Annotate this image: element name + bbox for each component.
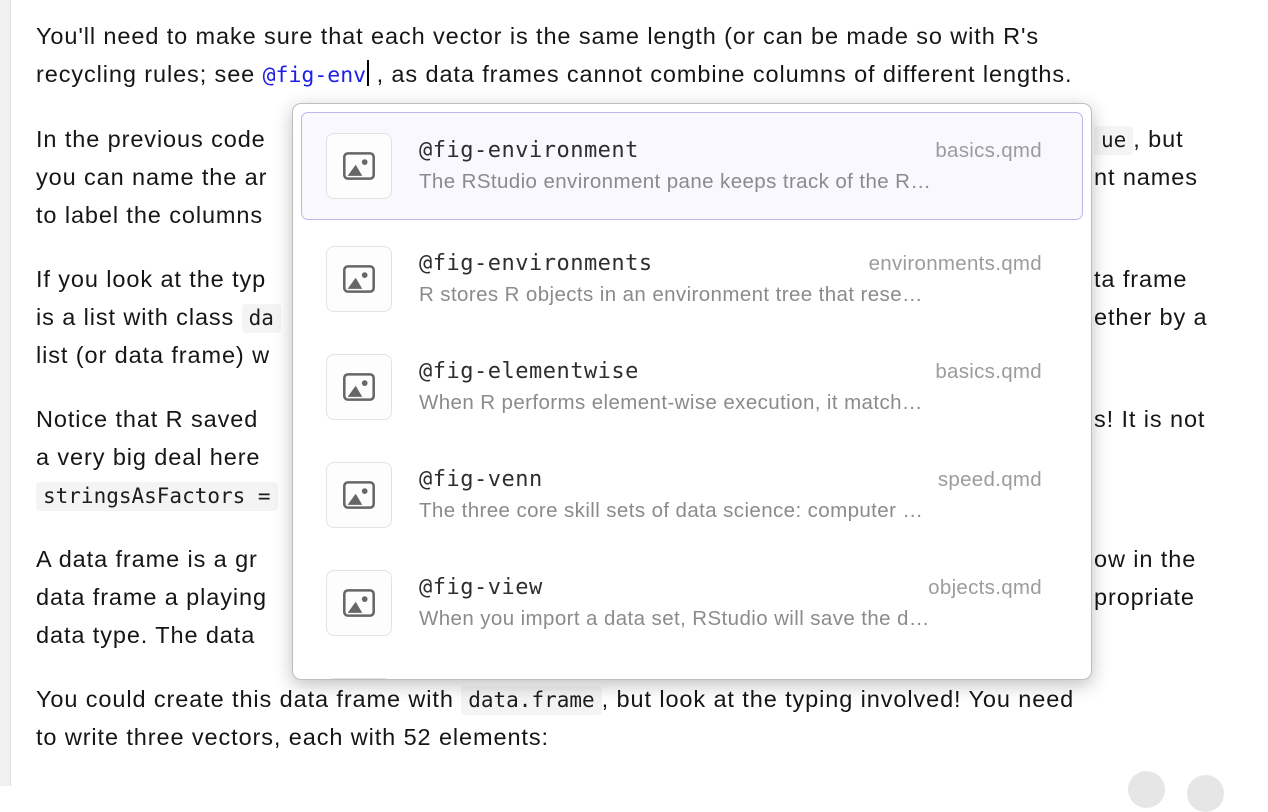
- editor-text-line: to write three vectors, each with 52 ele…: [36, 719, 549, 755]
- completion-item-ref: @fig-environments: [419, 251, 653, 276]
- text-run: , as data frames cannot combine columns …: [369, 61, 1073, 87]
- floating-button-2[interactable]: [1187, 775, 1224, 812]
- figure-reference-completion-popup: @fig-environment basics.qmd The RStudio …: [292, 103, 1092, 680]
- editor-text-line: list (or data frame) w: [36, 337, 270, 373]
- editor-text-line: A data frame is a gr: [36, 541, 258, 577]
- completion-item-fig-environment[interactable]: @fig-environment basics.qmd The RStudio …: [301, 112, 1083, 220]
- editor-text-line: ue, but: [1094, 121, 1184, 158]
- text-run: list (or data frame) w: [36, 342, 270, 368]
- image-icon: [326, 462, 392, 528]
- editor-text-line: a very big deal here: [36, 439, 260, 475]
- inline-code: data.frame: [461, 686, 602, 715]
- completion-item-file: speed.qmd: [937, 468, 1042, 491]
- image-icon: [326, 354, 392, 420]
- editor-text-line: If you look at the typ: [36, 261, 266, 297]
- completion-item-fig-[interactable]: @fig-: [301, 657, 1083, 679]
- completion-item-file: basics.qmd: [935, 139, 1042, 162]
- text-run: If you look at the typ: [36, 266, 267, 292]
- image-icon: [326, 133, 392, 199]
- completion-item-file: environments.qmd: [868, 252, 1042, 275]
- completion-item-text: @fig-elementwise basics.qmd When R perfo…: [419, 359, 1042, 415]
- text-run: data frame a playing: [36, 584, 267, 610]
- completion-item-description: The RStudio environment pane keeps track…: [419, 170, 932, 193]
- text-run: Notice that R saved: [36, 406, 259, 432]
- text-run: In the previous code: [36, 126, 266, 152]
- completion-item-description: R stores R objects in an environment tre…: [419, 283, 923, 306]
- text-run: ether by a: [1094, 304, 1208, 330]
- editor-text-line: is a list with class da: [36, 299, 281, 336]
- floating-button-1[interactable]: [1128, 771, 1165, 808]
- text-run: data type. The data: [36, 622, 256, 648]
- text-run: recycling rules; see: [36, 61, 263, 87]
- editor-text-line: You could create this data frame with da…: [36, 681, 1074, 718]
- editor-text-line: to label the columns: [36, 197, 263, 233]
- text-run: s! It is not: [1094, 406, 1206, 432]
- completion-item-text: @fig-venn speed.qmd The three core skill…: [419, 467, 1042, 523]
- completion-item-fig-venn[interactable]: @fig-venn speed.qmd The three core skill…: [301, 441, 1083, 549]
- completion-item-file: basics.qmd: [935, 360, 1042, 383]
- completion-item-fig-elementwise[interactable]: @fig-elementwise basics.qmd When R perfo…: [301, 333, 1083, 441]
- completion-item-ref: @fig-elementwise: [419, 359, 639, 384]
- image-icon: [326, 570, 392, 636]
- image-icon: [326, 678, 392, 679]
- text-run: , but: [1133, 126, 1184, 152]
- text-run: You could create this data frame with: [36, 686, 462, 712]
- completion-item-ref: @fig-venn: [419, 467, 543, 492]
- editor-text-line: Notice that R saved: [36, 401, 258, 437]
- text-run: A data frame is a gr: [36, 546, 258, 572]
- editor-gutter: [0, 0, 11, 786]
- editor-text-line: ether by a: [1094, 299, 1208, 335]
- completion-item-fig-view[interactable]: @fig-view objects.qmd When you import a …: [301, 549, 1083, 657]
- editor-text-line: You'll need to make sure that each vecto…: [36, 18, 1039, 54]
- image-icon: [326, 246, 392, 312]
- completion-item-description: When you import a data set, RStudio will…: [419, 607, 930, 630]
- completion-item-ref: @fig-environment: [419, 138, 639, 163]
- text-run: to write three vectors, each with 52 ele…: [36, 724, 549, 750]
- text-run: ta frame: [1094, 266, 1188, 292]
- text-run: to label the columns: [36, 202, 264, 228]
- figure-reference-token: @fig-env: [262, 63, 367, 88]
- text-run: , but look at the typing involved! You n…: [601, 686, 1075, 712]
- text-run: You'll need to make sure that each vecto…: [36, 23, 1039, 49]
- text-run: propriate: [1094, 584, 1195, 610]
- inline-code: ue: [1094, 126, 1134, 155]
- completion-item-file: objects.qmd: [928, 576, 1042, 599]
- editor-text-line: nt names: [1094, 159, 1198, 195]
- text-run: nt names: [1094, 164, 1198, 190]
- completion-item-description: The three core skill sets of data scienc…: [419, 499, 924, 522]
- editor-text-line: ow in the: [1094, 541, 1196, 577]
- text-cursor: [367, 60, 370, 86]
- completion-item-ref: @fig-view: [419, 575, 543, 600]
- completion-item-fig-environments[interactable]: @fig-environments environments.qmd R sto…: [301, 225, 1083, 333]
- completion-item-text: @fig-view objects.qmd When you import a …: [419, 575, 1042, 631]
- editor-text-line: stringsAsFactors =: [36, 477, 278, 514]
- completion-item-text: @fig-environment basics.qmd The RStudio …: [419, 138, 1042, 194]
- text-run: a very big deal here: [36, 444, 261, 470]
- editor-text-line: s! It is not: [1094, 401, 1205, 437]
- editor-text-line: you can name the ar: [36, 159, 267, 195]
- editor-text-line: data type. The data: [36, 617, 255, 653]
- completion-item-text: @fig-environments environments.qmd R sto…: [419, 251, 1042, 307]
- editor-text-line: recycling rules; see @fig-env , as data …: [36, 56, 1072, 94]
- editor-text-line: ta frame: [1094, 261, 1187, 297]
- inline-code: da: [241, 304, 281, 333]
- text-run: is a list with class: [36, 304, 242, 330]
- completion-item-description: When R performs element-wise execution, …: [419, 391, 923, 414]
- text-run: you can name the ar: [36, 164, 268, 190]
- text-run: ow in the: [1094, 546, 1197, 572]
- editor-text-line: In the previous code: [36, 121, 266, 157]
- editor-text-line: propriate: [1094, 579, 1195, 615]
- editor-text-line: data frame a playing: [36, 579, 267, 615]
- inline-code: stringsAsFactors =: [36, 482, 278, 511]
